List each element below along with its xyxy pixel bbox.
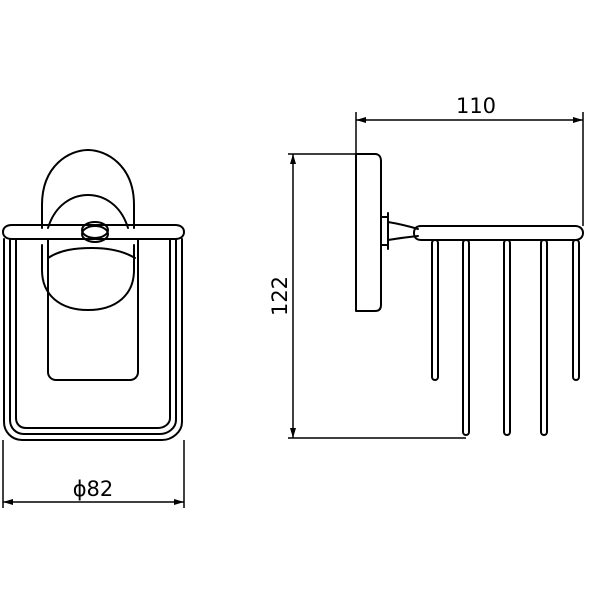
basket-top-rim — [2, 224, 185, 240]
diameter-label: ϕ82 — [73, 477, 114, 501]
inner-wire-frame — [47, 238, 139, 381]
side-wall-plate — [355, 153, 382, 312]
wall-plate — [41, 149, 135, 311]
side-view — [355, 153, 584, 436]
height-dimension: 122 — [268, 153, 466, 439]
front-view — [2, 149, 185, 441]
basket-walls — [3, 238, 183, 441]
width-dimension: 110 — [355, 94, 584, 226]
side-wires — [431, 239, 580, 436]
plate-inner-curve — [47, 247, 136, 259]
diameter-dimension: ϕ82 — [2, 440, 185, 508]
height-label: 122 — [268, 276, 292, 316]
side-arm — [380, 212, 419, 250]
side-top-rail — [413, 225, 584, 241]
width-label: 110 — [456, 94, 496, 118]
